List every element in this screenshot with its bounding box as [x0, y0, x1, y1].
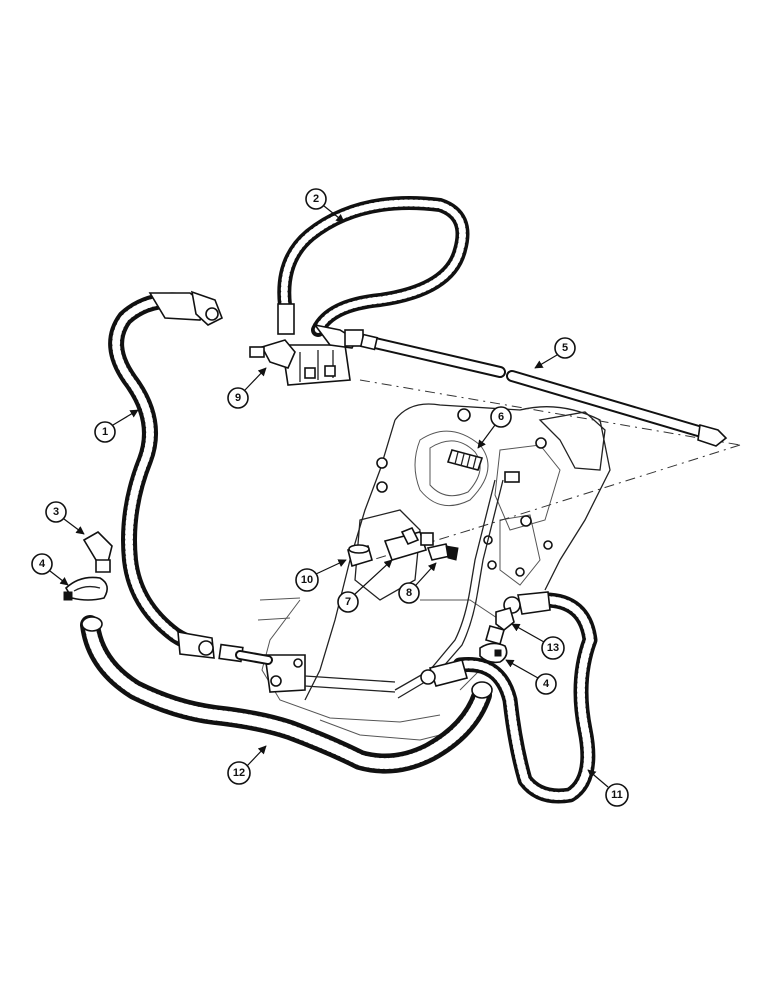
hose-clamp-4-right [479, 642, 508, 664]
svg-text:2: 2 [313, 193, 319, 205]
tee-fitting-7 [383, 526, 434, 561]
callout-11: 11 [587, 769, 629, 807]
callout-10: 10 [295, 559, 347, 592]
callout-5: 5 [534, 337, 576, 369]
callout-1: 1 [94, 409, 139, 443]
svg-text:8: 8 [406, 587, 412, 599]
bottom-bracket-block [264, 654, 396, 693]
callout-13: 13 [511, 623, 565, 660]
callout-8: 8 [398, 562, 437, 604]
svg-text:7: 7 [345, 596, 351, 608]
svg-text:4: 4 [39, 558, 46, 570]
svg-text:9: 9 [235, 392, 241, 404]
tube-5 [359, 333, 728, 447]
fitting-13 [485, 607, 515, 645]
callout-2: 2 [305, 188, 345, 223]
svg-text:12: 12 [233, 767, 245, 779]
hose-clamp-4-left [63, 576, 108, 601]
plug-10 [347, 544, 373, 568]
svg-text:10: 10 [301, 574, 313, 586]
hose-1 [108, 290, 273, 665]
svg-text:3: 3 [53, 506, 59, 518]
fitting-6 [446, 449, 484, 471]
svg-text:13: 13 [547, 642, 559, 654]
svg-text:1: 1 [102, 426, 108, 438]
hose-2 [277, 196, 470, 349]
svg-text:4: 4 [543, 678, 550, 690]
callout-3: 3 [45, 501, 85, 535]
svg-text:11: 11 [611, 789, 623, 801]
elbow-fitting-3 [82, 531, 113, 573]
callout-7: 7 [337, 559, 393, 613]
callout-4-right: 4 [505, 659, 557, 695]
hose-12 [80, 615, 493, 774]
callout-9: 9 [227, 367, 267, 409]
callout-4-left: 4 [31, 553, 69, 586]
svg-text:5: 5 [562, 342, 568, 354]
callout-12: 12 [227, 745, 267, 785]
svg-text:6: 6 [498, 411, 504, 423]
adapter-8 [426, 543, 459, 561]
callout-6: 6 [477, 406, 512, 449]
top-bracket-block [281, 344, 351, 386]
elbow-fitting-9 [249, 339, 296, 369]
